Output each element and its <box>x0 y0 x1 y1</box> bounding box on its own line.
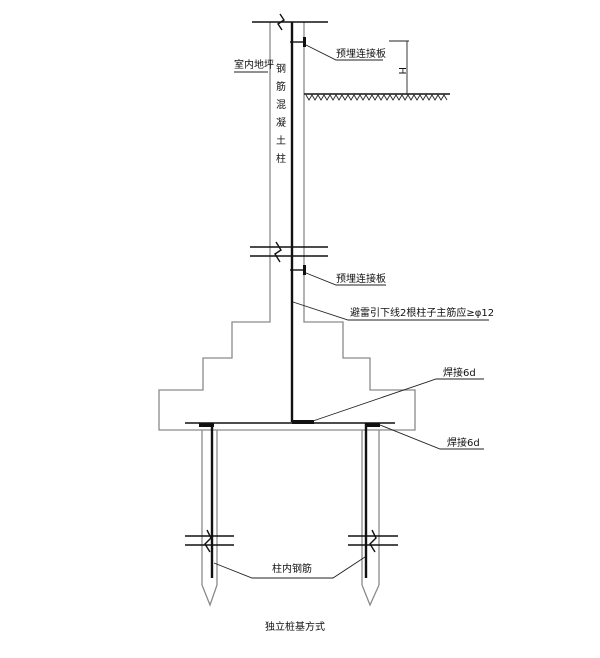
left-pile <box>185 423 234 607</box>
svg-text:钢: 钢 <box>276 62 286 75</box>
column-name-vertical: 钢 筋 混 凝 土 柱 <box>276 62 286 165</box>
right-pile <box>348 423 398 607</box>
embedded-plate-mid-label: 预埋连接板 <box>336 272 386 285</box>
pile-rebar-leader <box>213 556 366 579</box>
down-conductor-label: 避雷引下线2根柱子主筋应≥φ12 <box>350 306 494 319</box>
embedded-plate-top-label: 预埋连接板 <box>336 47 386 60</box>
weld-top-label: 焊接6d <box>443 366 476 379</box>
svg-text:凝: 凝 <box>276 117 286 129</box>
svg-text:筋: 筋 <box>276 80 286 93</box>
dimension-h-label: H <box>396 67 407 75</box>
svg-text:柱: 柱 <box>276 152 286 165</box>
stepped-footing <box>158 318 416 431</box>
svg-text:混: 混 <box>276 99 286 111</box>
embedded-plate-top <box>290 37 383 61</box>
embedded-plate-mid <box>290 265 386 286</box>
height-dimension <box>389 40 409 94</box>
weld-bottom-label: 焊接6d <box>447 436 480 449</box>
svg-text:土: 土 <box>276 134 286 147</box>
ground-line <box>304 93 450 101</box>
diagram-caption: 独立桩基方式 <box>265 620 325 633</box>
pile-rebar-label: 柱内钢筋 <box>272 562 312 575</box>
column-break-symbol <box>250 241 328 263</box>
indoor-floor-label: 室内地坪 <box>234 58 274 71</box>
